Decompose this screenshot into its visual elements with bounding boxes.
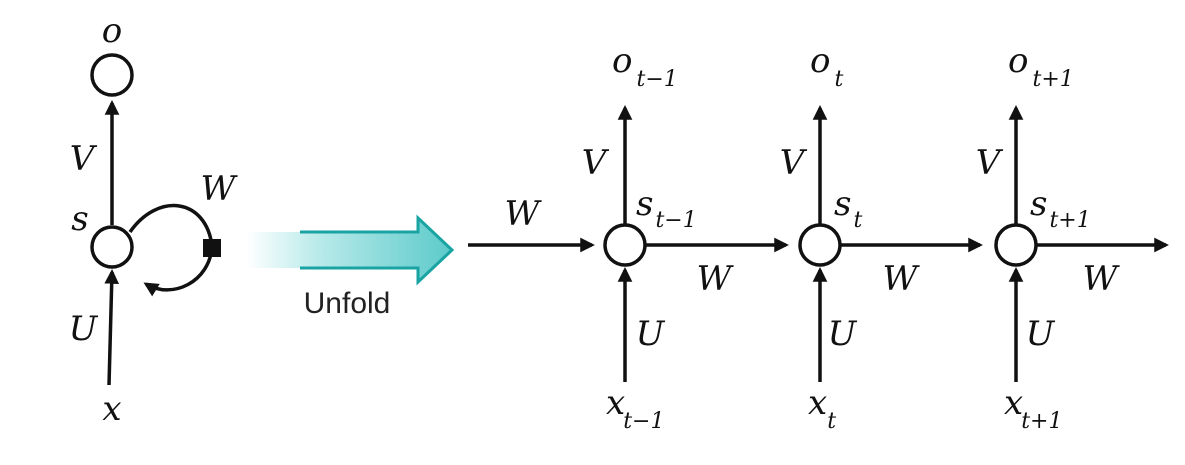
state-label: st+1 [1030, 184, 1091, 233]
state-node [603, 223, 647, 267]
unfold-arrow-outline [300, 214, 455, 286]
folded-u-label: U [69, 309, 99, 349]
folded-v-label: V [70, 139, 98, 179]
folded-recurrent-loop [128, 203, 214, 297]
folded-output-label: o [102, 11, 122, 51]
v-label: V [976, 143, 1004, 183]
delay-square [203, 239, 221, 257]
state-node [994, 223, 1038, 267]
folded-rnn: o V s W U x [69, 11, 239, 429]
state-label: st [834, 184, 862, 233]
unfold-label: Unfold [304, 287, 391, 320]
folded-w-label: W [201, 169, 239, 209]
w-label: W [697, 259, 735, 299]
u-label: U [1026, 314, 1056, 354]
folded-u-edge [104, 269, 120, 386]
input-label: xt [808, 383, 836, 434]
folded-state-label: s [71, 199, 88, 239]
w-label: W [1083, 259, 1121, 299]
incoming-w-label: W [505, 194, 543, 234]
u-label: U [828, 314, 858, 354]
state-label: st−1 [636, 184, 697, 233]
unfold-arrow-shape [246, 218, 452, 282]
unfold-arrow: Unfold [246, 214, 455, 320]
v-label: V [582, 143, 610, 183]
folded-state-node [90, 225, 134, 269]
input-label: xt−1 [606, 383, 664, 434]
folded-input-label: x [102, 389, 121, 429]
state-node [798, 223, 842, 267]
w-label: W [883, 259, 921, 299]
u-label: U [636, 314, 666, 354]
input-label: xt+1 [1004, 383, 1062, 434]
folded-output-node [90, 53, 134, 97]
v-label: V [780, 143, 808, 183]
